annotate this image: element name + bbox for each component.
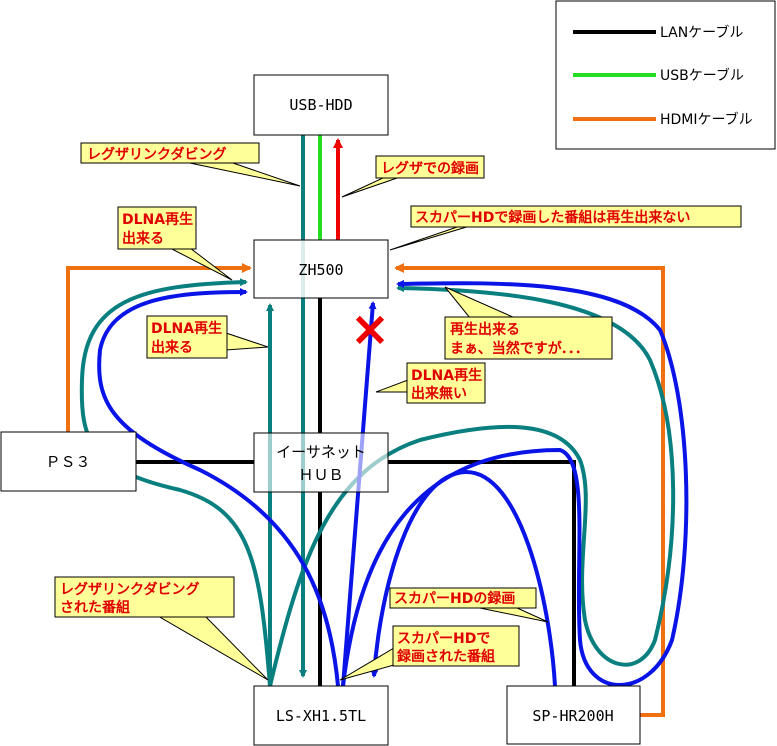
legend-label-lan: LANケーブル [660, 24, 743, 41]
blue-lsxh-to-ps3-loop [97, 288, 340, 687]
callout-dlna-ng: DLNA再生 出来無い [375, 362, 486, 404]
callout-text: レグザリンクダビング [87, 146, 226, 163]
hdmi-sphr-zh500 [394, 263, 665, 717]
callout-text: レグザリンクダビング [60, 581, 199, 598]
device-sp-hr200h[interactable]: SP-HR200H [506, 685, 641, 745]
device-label: ＰＳ３ [45, 453, 90, 471]
callout-text: 録画された番組 [397, 648, 495, 665]
callout-text: DLNA再生 [122, 211, 193, 228]
device-label: USB-HDD [289, 96, 352, 114]
hdmi-ps3-zh500 [66, 263, 252, 432]
callout-text: 再生出来る [450, 321, 520, 338]
callout-regza-dubbed-programs: レグザリンクダビング された番組 [54, 576, 269, 681]
device-ethernet-hub[interactable]: イーサネット ＨＵＢ [253, 432, 389, 493]
device-label: ZH500 [298, 261, 343, 279]
callout-text: 出来る [151, 339, 193, 356]
device-label: SP-HR200H [532, 707, 613, 725]
blue-sphr-loop [341, 279, 689, 687]
callout-play-ok: 再生出来る まぁ、当然ですが．．． [444, 286, 613, 360]
callout-dlna-ok-mid: DLNA再生 出来る [146, 315, 269, 359]
callout-skyperfec-no-play: スカパーHDで録画した番組は再生出来ない [389, 205, 742, 251]
callout-text: DLNA再生 [151, 320, 222, 337]
callout-skyperfec-recorded-programs: スカパーHDで 録画された番組 [339, 625, 520, 681]
callout-skyperfec-record: スカパーHDの録画 [389, 587, 549, 623]
callout-regza-record: レグザでの録画 [341, 155, 485, 198]
blue-sphr-to-lsxh [370, 469, 557, 687]
lan-hub-sphr [388, 460, 576, 686]
legend-label-usb: USBケーブル [660, 67, 744, 84]
callout-text: スカパーHDで録画した番組は再生出来ない [415, 209, 690, 226]
callout-text: 出来る [122, 230, 164, 247]
callout-text: された番組 [60, 599, 130, 616]
device-label: ＨＵＢ [298, 466, 343, 484]
callout-text: スカパーHDで [397, 631, 490, 647]
callout-text: 出来無い [411, 385, 467, 402]
callout-regza-dubbing: レグザリンクダビング [80, 142, 301, 187]
lan-cables [136, 298, 576, 686]
teal-lsxh-sphr-loop [268, 284, 676, 687]
device-usb-hdd[interactable]: USB-HDD [253, 74, 389, 136]
device-ls-xh15tl[interactable]: LS-XH1.5TL [253, 685, 389, 746]
blue-flows [97, 279, 689, 687]
device-label: LS-XH1.5TL [276, 707, 366, 725]
callout-dlna-ok-top: DLNA再生 出来る [117, 206, 233, 281]
legend: LANケーブル USBケーブル HDMIケーブル [555, 0, 776, 150]
callout-text: スカパーHDの録画 [394, 590, 515, 607]
callout-text: レグザでの録画 [381, 160, 479, 177]
device-label: イーサネット [276, 443, 366, 461]
blue-lsxh-to-zh500-blocked [341, 301, 377, 687]
legend-label-hdmi: HDMIケーブル [660, 111, 753, 128]
hdmi-cables [66, 263, 665, 717]
callout-text: まぁ、当然ですが．．． [450, 340, 589, 357]
device-ps3[interactable]: ＰＳ３ [0, 431, 137, 492]
callout-text: DLNA再生 [411, 367, 482, 384]
blocked-x-icon: × [350, 301, 390, 357]
device-zh500[interactable]: ZH500 [253, 239, 389, 299]
